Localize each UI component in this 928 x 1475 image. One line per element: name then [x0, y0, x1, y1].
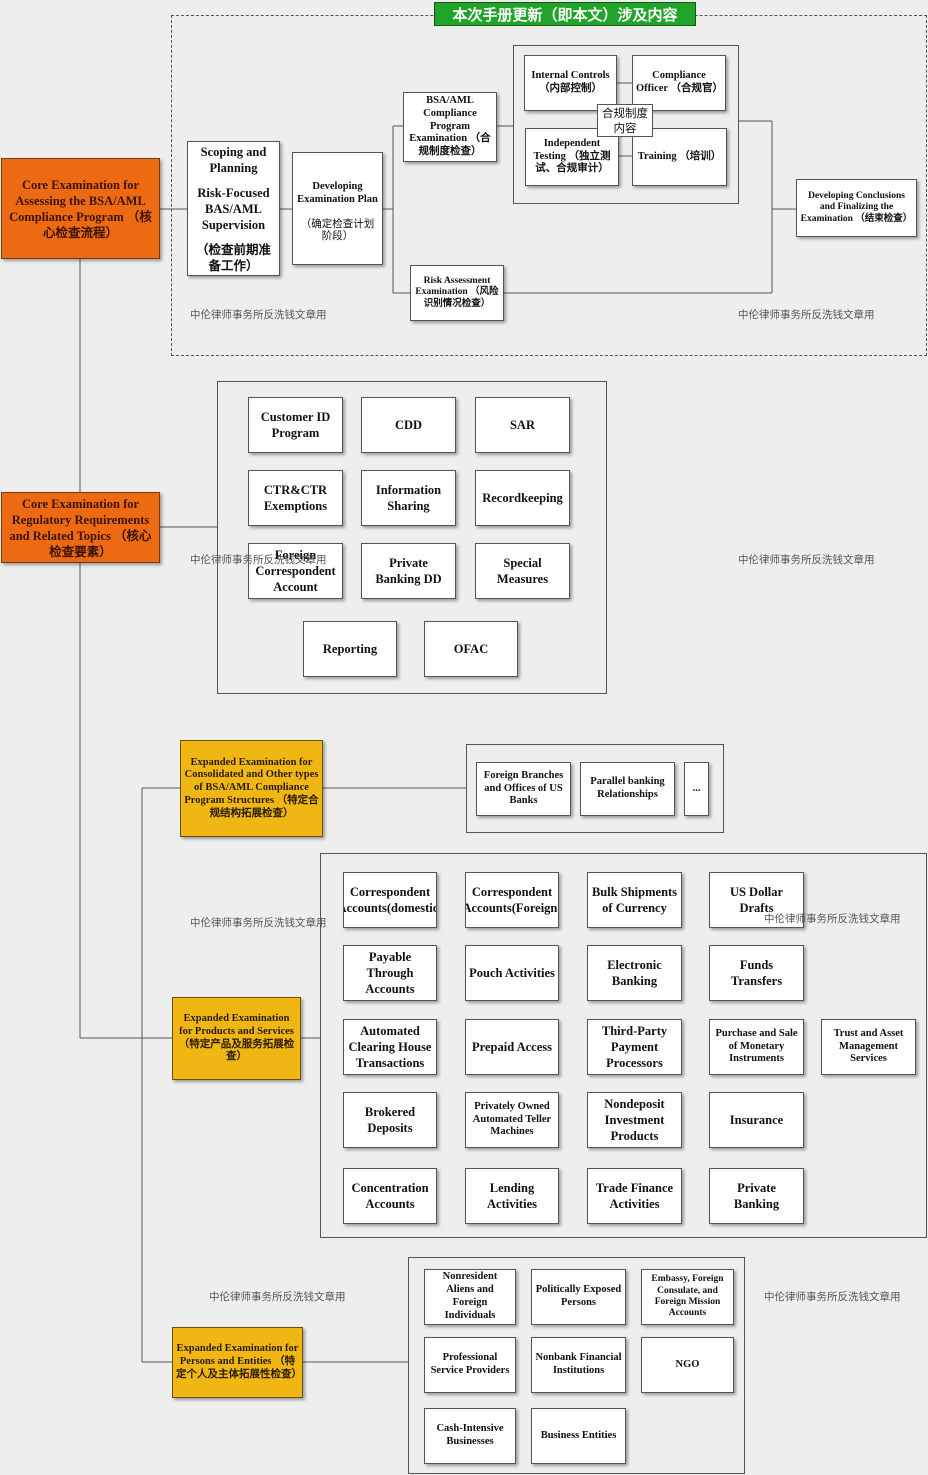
core-requirements-root: Core Examination for Regulatory Requirem…: [1, 492, 160, 563]
prod-third-party-payment: Third-Party Payment Processors: [587, 1019, 682, 1075]
person-pep: Politically Exposed Persons: [531, 1269, 626, 1325]
prod-correspondent-domestic: Correspondent Accounts(domestic): [343, 872, 437, 928]
watermark-8: 中伦律师事务所反洗钱文章用: [764, 1291, 901, 1303]
struct-more: ...: [684, 762, 709, 816]
req-customer-id-program: Customer ID Program: [248, 397, 343, 453]
scoping-cn-label: （检查前期准备工作）: [195, 243, 271, 273]
prod-prepaid-access: Prepaid Access: [465, 1019, 559, 1075]
plan-label: Developing Examination Plan: [297, 181, 378, 205]
conclusions-box: Developing Conclusions and Finalizing th…: [796, 179, 917, 237]
watermark-1: 中伦律师事务所反洗钱文章用: [190, 309, 327, 321]
prod-private-banking: Private Banking: [709, 1168, 804, 1224]
prod-nondeposit-investment: Nondeposit Investment Products: [587, 1092, 682, 1148]
prod-trust-asset-management: Trust and Asset Management Services: [821, 1019, 916, 1075]
prod-concentration-accounts: Concentration Accounts: [343, 1168, 437, 1224]
prod-correspondent-foreign: Correspondent Accounts(Foreign): [465, 872, 559, 928]
expanded-structures-group: [466, 744, 724, 833]
expanded-structures-root: Expanded Examination for Consolidated an…: [180, 740, 323, 837]
struct-foreign-branches: Foreign Branches and Offices of US Banks: [476, 762, 571, 816]
prod-bulk-shipments: Bulk Shipments of Currency: [587, 872, 682, 928]
person-embassy-accounts: Embassy, Foreign Consulate, and Foreign …: [641, 1269, 734, 1325]
prod-lending-activities: Lending Activities: [465, 1168, 559, 1224]
risk-focused-label: Risk-Focused BAS/AML Supervision: [197, 186, 270, 232]
req-cdd: CDD: [361, 397, 456, 453]
compliance-program-exam-box: BSA/AML Compliance Program Examination （…: [403, 92, 497, 162]
req-ctr-exemptions: CTR&CTR Exemptions: [248, 470, 343, 526]
expanded-persons-group: [408, 1257, 745, 1474]
person-cash-intensive: Cash-Intensive Businesses: [424, 1408, 516, 1464]
scoping-label: Scoping and Planning: [200, 145, 267, 175]
req-sar: SAR: [475, 397, 570, 453]
watermark-4: 中伦律师事务所反洗钱文章用: [738, 554, 875, 566]
watermark-2: 中伦律师事务所反洗钱文章用: [738, 309, 875, 321]
prod-monetary-instruments: Purchase and Sale of Monetary Instrument…: [709, 1019, 804, 1075]
program-content-label: 合规制度内容: [597, 104, 653, 137]
person-ngo: NGO: [641, 1337, 734, 1393]
req-reporting: Reporting: [303, 621, 397, 677]
examination-plan-box: Developing Examination Plan （确定检查计划阶段）: [292, 152, 383, 265]
watermark-6: 中伦律师事务所反洗钱文章用: [764, 913, 901, 925]
person-professional-service: Professional Service Providers: [424, 1337, 516, 1393]
internal-controls-box: Internal Controls （内部控制）: [524, 55, 617, 111]
prod-ach-transactions: Automated Clearing House Transactions: [343, 1019, 437, 1075]
plan-cn-label: （确定检查计划阶段）: [300, 218, 375, 243]
scoping-planning-box: Scoping and Planning Risk-Focused BAS/AM…: [187, 141, 280, 276]
struct-parallel-banking: Parallel banking Relationships: [580, 762, 675, 816]
req-foreign-correspondent-account: Foreign Correspondent Account: [248, 543, 343, 599]
expanded-products-group: [320, 853, 927, 1238]
expanded-persons-root: Expanded Examination for Persons and Ent…: [172, 1327, 303, 1398]
independent-testing-box: Independent Testing （独立测试、合规审计）: [525, 128, 619, 186]
person-nonresident-aliens: Nonresident Aliens and Foreign Individua…: [424, 1269, 516, 1325]
person-business-entities: Business Entities: [531, 1408, 626, 1464]
req-information-sharing: Information Sharing: [361, 470, 456, 526]
training-box: Training （培训）: [632, 128, 727, 186]
watermark-3: 中伦律师事务所反洗钱文章用: [190, 554, 327, 566]
prod-funds-transfers: Funds Transfers: [709, 945, 804, 1001]
req-ofac: OFAC: [424, 621, 518, 677]
prod-private-atm: Privately Owned Automated Teller Machine…: [465, 1092, 559, 1148]
program-components-group: [513, 45, 739, 204]
req-private-banking-dd: Private Banking DD: [361, 543, 456, 599]
watermark-7: 中伦律师事务所反洗钱文章用: [209, 1291, 346, 1303]
update-banner: 本次手册更新（即本文）涉及内容: [434, 2, 696, 26]
person-nonbank-fi: Nonbank Financial Institutions: [531, 1337, 626, 1393]
core-requirements-group: [217, 381, 607, 694]
req-recordkeeping: Recordkeeping: [475, 470, 570, 526]
compliance-officer-box: Compliance Officer （合规官）: [632, 55, 726, 111]
core-examination-root: Core Examination for Assessing the BSA/A…: [1, 158, 160, 259]
prod-payable-through: Payable Through Accounts: [343, 945, 437, 1001]
prod-electronic-banking: Electronic Banking: [587, 945, 682, 1001]
prod-insurance: Insurance: [709, 1092, 804, 1148]
expanded-products-root: Expanded Examination for Products and Se…: [172, 997, 301, 1080]
risk-assessment-box: Risk Assessment Examination （风险识别情况检查）: [410, 265, 504, 321]
prod-us-dollar-drafts: US Dollar Drafts: [709, 872, 804, 928]
prod-pouch-activities: Pouch Activities: [465, 945, 559, 1001]
prod-brokered-deposits: Brokered Deposits: [343, 1092, 437, 1148]
prod-trade-finance: Trade Finance Activities: [587, 1168, 682, 1224]
req-special-measures: Special Measures: [475, 543, 570, 599]
watermark-5: 中伦律师事务所反洗钱文章用: [190, 917, 327, 929]
